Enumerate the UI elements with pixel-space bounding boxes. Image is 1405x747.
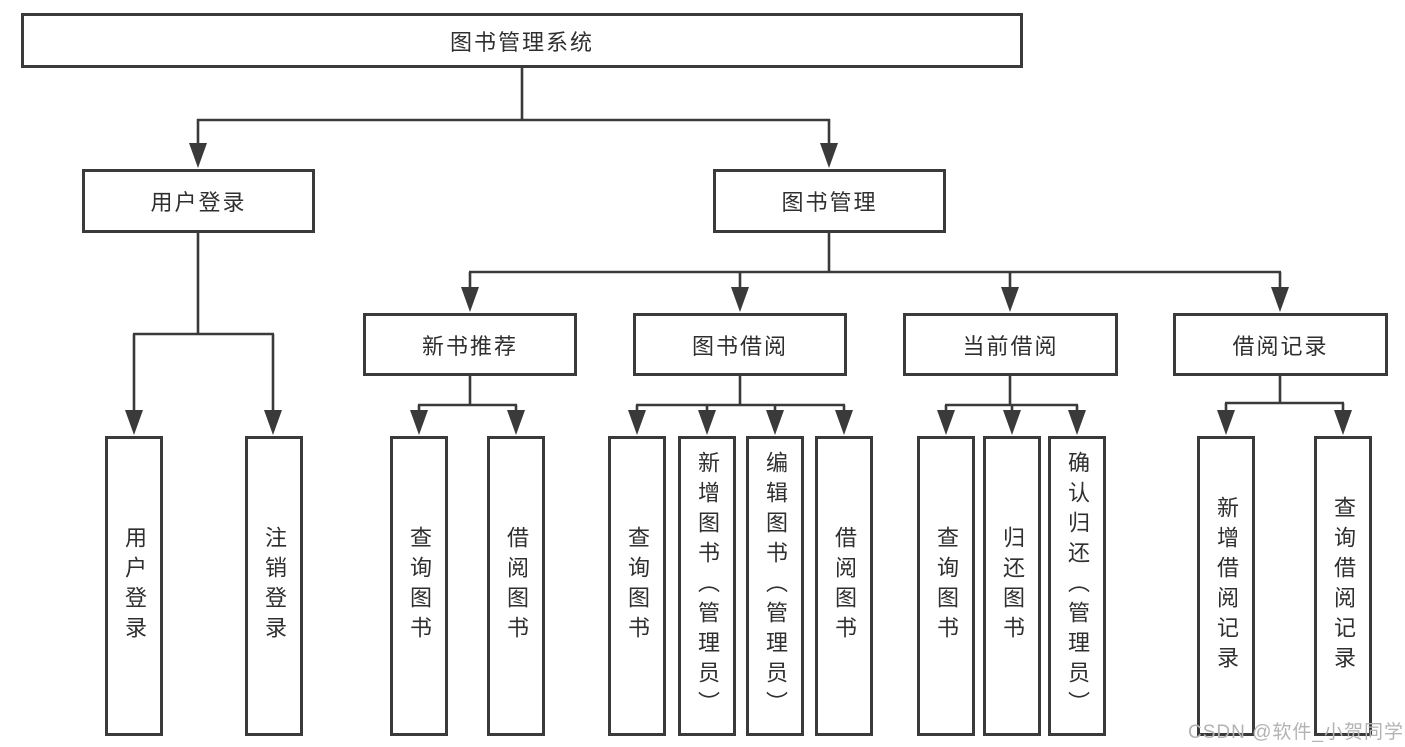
- leaf-confirm-return-admin: 确认归还（管理员）: [1048, 436, 1106, 736]
- node-new-book-recommend: 新书推荐: [363, 313, 577, 376]
- node-book-management: 图书管理: [713, 169, 946, 233]
- leaf-add-books-admin: 新增图书（管理员）: [678, 436, 736, 736]
- leaf-query-books-recommend: 查询图书: [390, 436, 448, 736]
- leaf-user-login: 用户登录: [105, 436, 163, 736]
- node-borrowing-records: 借阅记录: [1173, 313, 1388, 376]
- leaf-borrow-books-recommend: 借阅图书: [487, 436, 545, 736]
- leaf-return-books: 归还图书: [983, 436, 1041, 736]
- node-book-borrowing: 图书借阅: [633, 313, 847, 376]
- arrowheads: [125, 143, 1352, 435]
- leaf-add-borrow-record: 新增借阅记录: [1197, 436, 1255, 736]
- leaf-edit-books-admin: 编辑图书（管理员）: [746, 436, 804, 736]
- node-current-borrowing: 当前借阅: [903, 313, 1118, 376]
- leaf-borrow-books: 借阅图书: [815, 436, 873, 736]
- leaf-query-borrow-record: 查询借阅记录: [1314, 436, 1372, 736]
- leaf-query-books-current: 查询图书: [917, 436, 975, 736]
- leaf-logout: 注销登录: [245, 436, 303, 736]
- leaf-query-books-borrow: 查询图书: [608, 436, 666, 736]
- node-user-login: 用户登录: [82, 169, 315, 233]
- csdn-watermark: CSDN @软件_小贺同学: [1188, 722, 1404, 743]
- node-library-system: 图书管理系统: [21, 13, 1023, 68]
